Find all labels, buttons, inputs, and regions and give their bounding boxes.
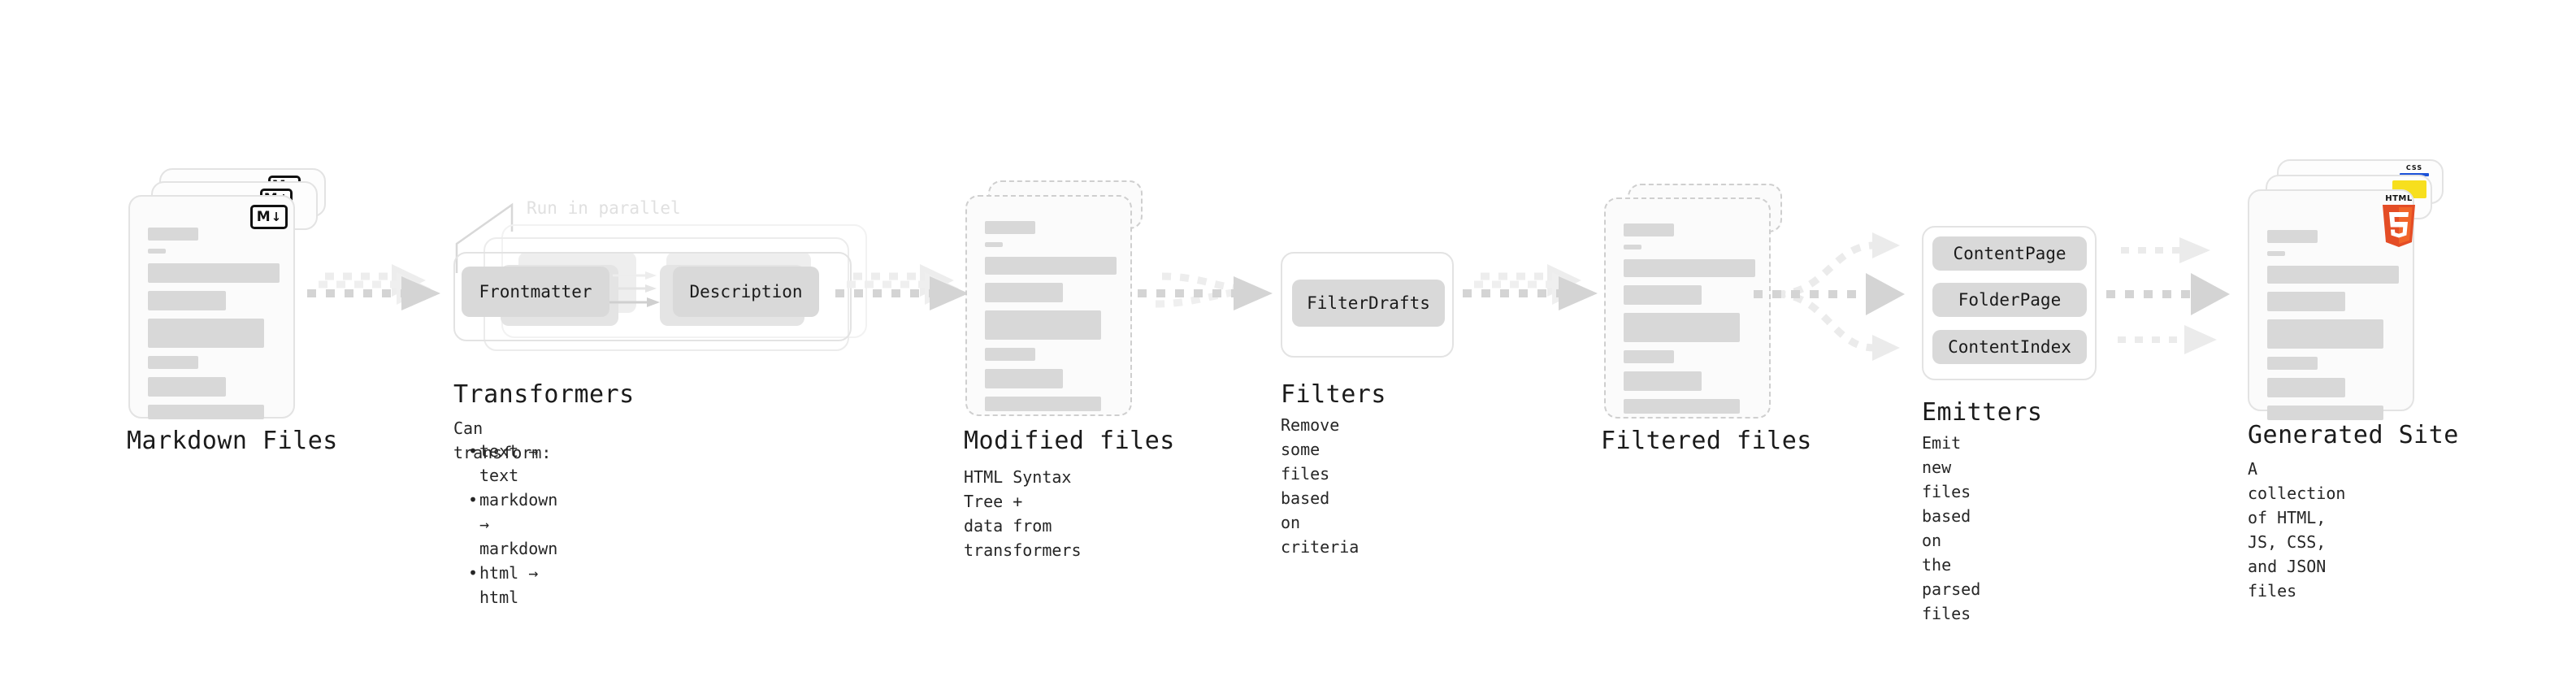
skeleton-bar <box>1624 285 1702 305</box>
transformers-description-list: text → text markdown → markdown html → h… <box>453 439 557 609</box>
skeleton-bar <box>985 369 1063 388</box>
skeleton-bar <box>985 310 1101 340</box>
modified-files-description: HTML Syntax Tree + data from transformer… <box>964 467 1082 560</box>
emitters-description: Emit new files based on the parsed files <box>1922 433 1981 623</box>
run-in-parallel-label: Run in parallel <box>527 198 681 218</box>
skeleton-bar <box>985 283 1063 302</box>
skeleton-bar <box>1624 350 1674 363</box>
skeleton-bar <box>148 249 166 254</box>
markdown-badge-letter: M <box>256 208 271 225</box>
connector-md-to-transformers <box>307 264 453 333</box>
css-badge-label: CSS <box>2405 164 2423 171</box>
list-item: markdown → markdown <box>468 488 557 561</box>
modified-card-front <box>965 195 1132 416</box>
skeleton-bar <box>2267 266 2399 284</box>
emitters-chip-contentpage[interactable]: ContentPage <box>1932 236 2087 271</box>
filtered-files-title: Filtered files <box>1601 427 1812 455</box>
modified-card-skeleton <box>985 221 1117 419</box>
connector-transformers-to-modified <box>835 264 982 333</box>
emitters-title: Emitters <box>1922 398 2043 427</box>
skeleton-bar <box>1624 223 1674 236</box>
site-card-skeleton <box>2267 230 2399 428</box>
skeleton-bar <box>2267 357 2318 370</box>
skeleton-bar <box>2267 251 2285 256</box>
generated-site-title: Generated Site <box>2248 421 2459 449</box>
markdown-files-title: Markdown Files <box>127 427 338 455</box>
skeleton-bar <box>1624 371 1702 391</box>
list-item: html → html <box>468 561 557 609</box>
connector-emitters-to-site <box>2106 234 2261 380</box>
emitters-chip-folderpage[interactable]: FolderPage <box>1932 283 2087 317</box>
skeleton-bar <box>148 228 198 241</box>
skeleton-bar <box>2267 230 2318 243</box>
skeleton-bar <box>148 319 264 348</box>
skeleton-bar <box>1624 245 1641 249</box>
connector-filtered-to-emitters <box>1754 232 1931 380</box>
skeleton-bar <box>148 405 264 419</box>
skeleton-bar <box>2267 406 2383 420</box>
markdown-badge-arrow: ↓ <box>271 209 282 224</box>
filters-title: Filters <box>1281 380 1386 409</box>
html5-badge: HTML <box>2381 195 2417 247</box>
skeleton-bar <box>985 221 1035 234</box>
skeleton-bar <box>985 348 1035 361</box>
filtered-card-front <box>1604 197 1771 419</box>
emitters-chip-contentindex[interactable]: ContentIndex <box>1932 330 2087 364</box>
skeleton-bar <box>985 397 1101 411</box>
markdown-badge: M ↓ <box>250 205 288 229</box>
filters-description: Remove some files based on criteria <box>1281 415 1360 557</box>
connector-frontmatter-to-description <box>609 265 700 322</box>
skeleton-bar <box>1624 259 1755 277</box>
html5-badge-word: HTML <box>2385 194 2413 203</box>
connector-modified-to-filters <box>1138 268 1292 333</box>
transformers-chip-description[interactable]: Description <box>673 267 819 317</box>
transformers-chip-frontmatter[interactable]: Frontmatter <box>462 267 609 317</box>
skeleton-bar <box>148 263 280 283</box>
markdown-card-front <box>128 195 295 419</box>
skeleton-bar <box>148 377 226 397</box>
transformers-box <box>453 252 852 341</box>
skeleton-bar <box>1624 313 1740 342</box>
skeleton-bar <box>148 291 226 310</box>
skeleton-bar <box>2267 319 2383 349</box>
connector-filters-to-filtered <box>1463 264 1617 333</box>
transform-capability-list: text → text markdown → markdown html → h… <box>453 439 557 609</box>
skeleton-bar <box>1624 399 1740 414</box>
transformers-title: Transformers <box>453 380 635 409</box>
skeleton-bar <box>985 257 1117 275</box>
skeleton-bar <box>2267 292 2345 311</box>
skeleton-bar <box>2267 378 2345 397</box>
filters-chip-filterdrafts[interactable]: FilterDrafts <box>1292 280 1445 327</box>
modified-files-title: Modified files <box>964 427 1175 455</box>
list-item: text → text <box>468 439 557 488</box>
skeleton-bar <box>985 242 1003 247</box>
filtered-card-skeleton <box>1624 223 1755 422</box>
markdown-card-skeleton <box>148 228 280 427</box>
generated-site-description: A collection of HTML, JS, CSS, and JSON … <box>2248 459 2346 601</box>
skeleton-bar <box>148 356 198 369</box>
